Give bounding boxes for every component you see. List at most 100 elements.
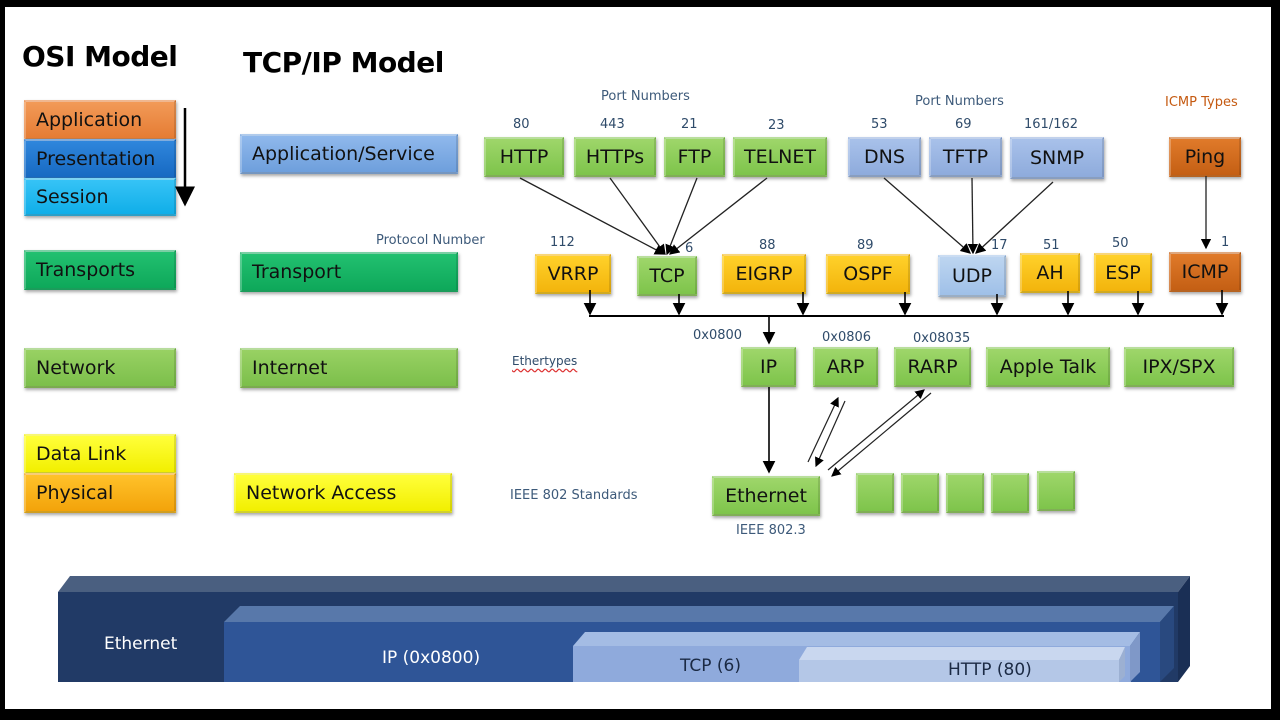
proto-esp: ESP	[1094, 253, 1152, 293]
ethertype-ip: 0x0800	[693, 328, 743, 343]
protonum-eigrp: 88	[759, 238, 776, 253]
arrow-tftp-udp	[967, 177, 979, 255]
tcpip-application: Application/Service	[240, 134, 458, 174]
ethertypes-label: Ethertypes	[512, 354, 578, 368]
proto-udp-label: UDP	[952, 265, 992, 287]
proto-appletalk-label: Apple Talk	[999, 356, 1097, 378]
arrow-https-tcp	[609, 177, 666, 256]
osi-datalink: Data Link	[24, 434, 176, 474]
osi-transport: Transports	[24, 250, 176, 290]
osi-application: Application	[24, 100, 176, 140]
proto-appletalk: Apple Talk	[986, 347, 1110, 387]
proto-eigrp: EIGRP	[722, 254, 806, 294]
port-telnet: 23	[768, 118, 785, 133]
proto-tcp: TCP	[637, 256, 697, 296]
proto-ip: IP	[741, 347, 796, 387]
proto-ipxspx-label: IPX/SPX	[1142, 356, 1216, 378]
proto-ftp-label: FTP	[677, 146, 712, 168]
protonum-ospf: 89	[857, 238, 874, 253]
proto-ah-label: AH	[1036, 262, 1064, 284]
proto-ipxspx: IPX/SPX	[1124, 347, 1234, 387]
proto-https-label: HTTPs	[585, 146, 645, 168]
osi-presentation-label: Presentation	[36, 148, 156, 170]
tcpip-title: TCP/IP Model	[243, 46, 444, 79]
proto-arp-label: ARP	[826, 356, 865, 378]
proto-tftp: TFTP	[929, 137, 1002, 177]
proto-vrrp: VRRP	[535, 254, 611, 294]
proto-dns: DNS	[848, 137, 921, 177]
arrow-telnet-tcp	[668, 177, 768, 255]
proto-dns-label: DNS	[864, 146, 905, 168]
proto-rarp-label: RARP	[907, 356, 958, 378]
osi-session-label: Session	[36, 186, 109, 208]
proto-telnet: TELNET	[733, 137, 827, 177]
tcpip-network-access-label: Network Access	[246, 482, 397, 504]
ieee-8023-label: IEEE 802.3	[736, 523, 806, 538]
protonum-esp: 50	[1112, 236, 1129, 251]
protonum-ah: 51	[1043, 238, 1060, 253]
proto-tftp-label: TFTP	[942, 146, 989, 168]
encap-http-label: HTTP (80)	[948, 660, 1032, 680]
osi-application-label: Application	[36, 109, 143, 131]
arrow-dns-udp	[883, 177, 971, 254]
proto-icmp-label: ICMP	[1181, 261, 1229, 283]
port-snmp: 161/162	[1024, 117, 1079, 132]
tcpip-network-access: Network Access	[234, 473, 452, 513]
tcpip-transport-label: Transport	[252, 261, 342, 283]
proto-ftp: FTP	[664, 137, 725, 177]
ieee-standard-placeholder	[991, 473, 1029, 513]
arrow-arp-ethernet	[815, 400, 846, 468]
encapsulation-diagram: Ethernet IP (0x0800) TCP (6) HTTP (80)	[58, 576, 1190, 682]
ieee-standard-placeholder	[946, 473, 984, 513]
tcpip-application-label: Application/Service	[252, 143, 435, 165]
port-numbers-tcp-label: Port Numbers	[601, 89, 690, 104]
proto-ip-label: IP	[759, 356, 778, 378]
proto-http: HTTP	[484, 137, 564, 177]
osi-physical-label: Physical	[36, 482, 114, 504]
ieee-802-label: IEEE 802 Standards	[510, 488, 638, 503]
arrow-snmp-udp	[975, 181, 1054, 254]
ethertype-arp: 0x0806	[822, 330, 872, 345]
encap-ethernet-label: Ethernet	[104, 634, 178, 654]
port-http: 80	[513, 117, 530, 132]
port-https: 443	[600, 117, 625, 132]
proto-eigrp-label: EIGRP	[735, 263, 793, 285]
arrow-ftp-tcp	[665, 177, 698, 256]
protonum-icmp: 1	[1221, 235, 1230, 250]
port-tftp: 69	[955, 117, 972, 132]
proto-ospf: OSPF	[826, 254, 910, 294]
proto-telnet-label: TELNET	[743, 146, 817, 168]
tcpip-transport: Transport	[240, 252, 458, 292]
proto-udp: UDP	[938, 255, 1006, 297]
proto-ospf-label: OSPF	[843, 263, 893, 285]
ieee-standard-placeholder	[1037, 471, 1075, 511]
protocol-number-label: Protocol Number	[376, 233, 485, 248]
port-numbers-udp-label: Port Numbers	[915, 94, 1004, 109]
proto-http-label: HTTP	[499, 146, 549, 168]
port-ftp: 21	[681, 117, 698, 132]
icmp-types-label: ICMP Types	[1165, 95, 1238, 110]
proto-icmp: ICMP	[1169, 252, 1241, 292]
protonum-vrrp: 112	[550, 235, 575, 250]
osi-network: Network	[24, 348, 176, 388]
proto-ethernet-label: Ethernet	[725, 485, 807, 507]
tcpip-internet: Internet	[240, 348, 458, 388]
proto-https: HTTPs	[574, 137, 656, 177]
osi-transport-label: Transports	[36, 259, 136, 281]
osi-network-label: Network	[36, 357, 116, 379]
encap-ip-label: IP (0x0800)	[382, 648, 481, 668]
proto-tcp-label: TCP	[649, 265, 685, 287]
proto-snmp-label: SNMP	[1029, 147, 1085, 169]
proto-ethernet: Ethernet	[712, 476, 820, 516]
osi-physical: Physical	[24, 473, 176, 513]
proto-ah: AH	[1020, 253, 1080, 293]
proto-snmp: SNMP	[1010, 137, 1104, 179]
arrow-ethernet-arp	[807, 396, 839, 463]
proto-rarp: RARP	[894, 347, 971, 387]
proto-arp: ARP	[813, 347, 878, 387]
osi-datalink-label: Data Link	[36, 443, 127, 465]
protonum-tcp: 6	[685, 241, 694, 256]
osi-session: Session	[24, 178, 176, 216]
osi-title: OSI Model	[22, 40, 178, 73]
